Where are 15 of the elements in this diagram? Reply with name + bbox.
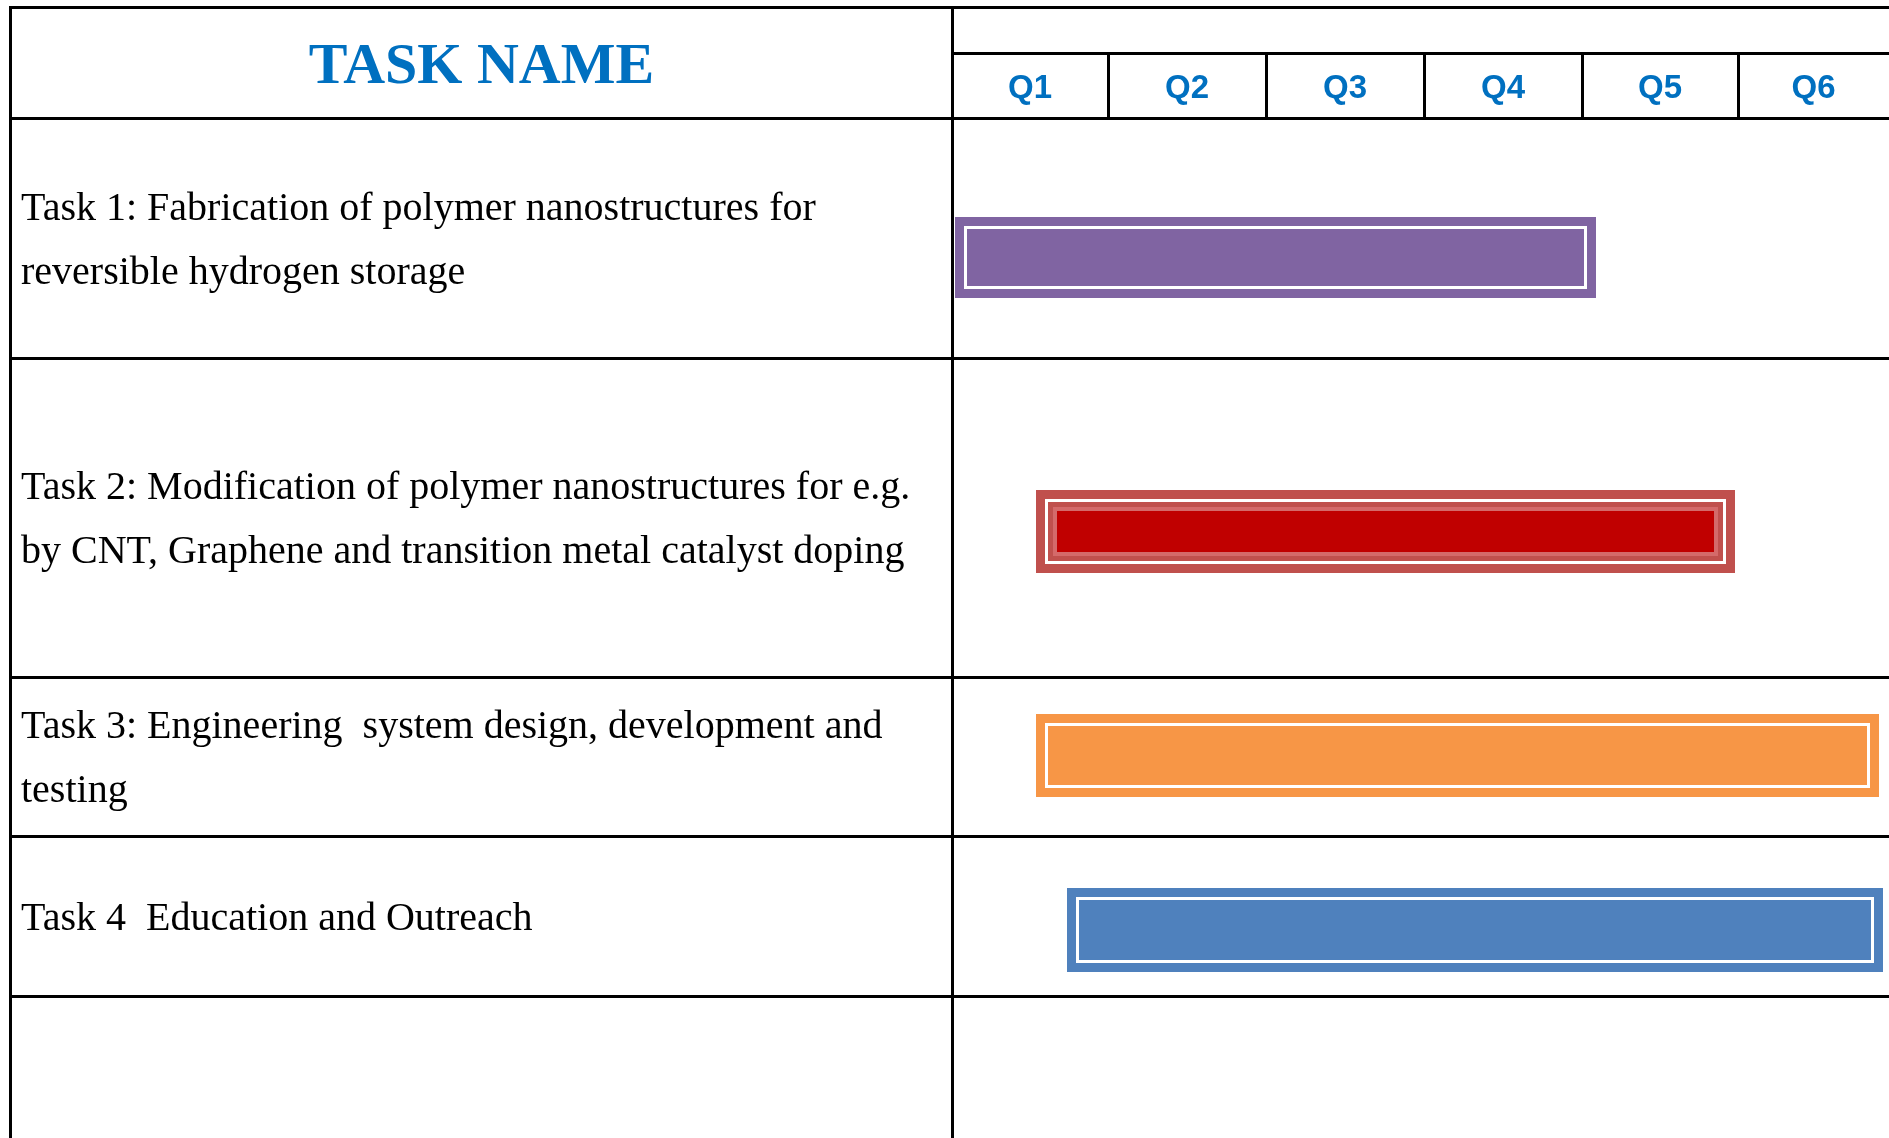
- quarter-header: Q4: [1481, 70, 1525, 103]
- task-name: Task 4 Education and Outreach: [21, 892, 533, 941]
- gantt-bar: [1036, 714, 1879, 797]
- quarter-header: Q5: [1638, 70, 1682, 103]
- task-name: Task 3: Engineering system design, development and testing: [21, 701, 884, 813]
- task-name: Task 2: Modification of polymer nanostructures for e.g. by CNT, Graphene and transition metal catalyst doping: [21, 462, 912, 574]
- task-name: Task 1: Fabrication of polymer nanostructures for reversible hydrogen storage: [21, 182, 817, 295]
- quarter-header: Q3: [1323, 70, 1367, 103]
- quarter-header: Q6: [1791, 70, 1836, 103]
- column-header: TASK NAME: [308, 34, 655, 93]
- gantt-bar: [1036, 490, 1735, 573]
- gantt-bar: [1067, 888, 1883, 972]
- gantt-bar: [955, 217, 1596, 298]
- quarter-header: Q1: [1008, 70, 1052, 103]
- quarter-header: Q2: [1165, 70, 1209, 103]
